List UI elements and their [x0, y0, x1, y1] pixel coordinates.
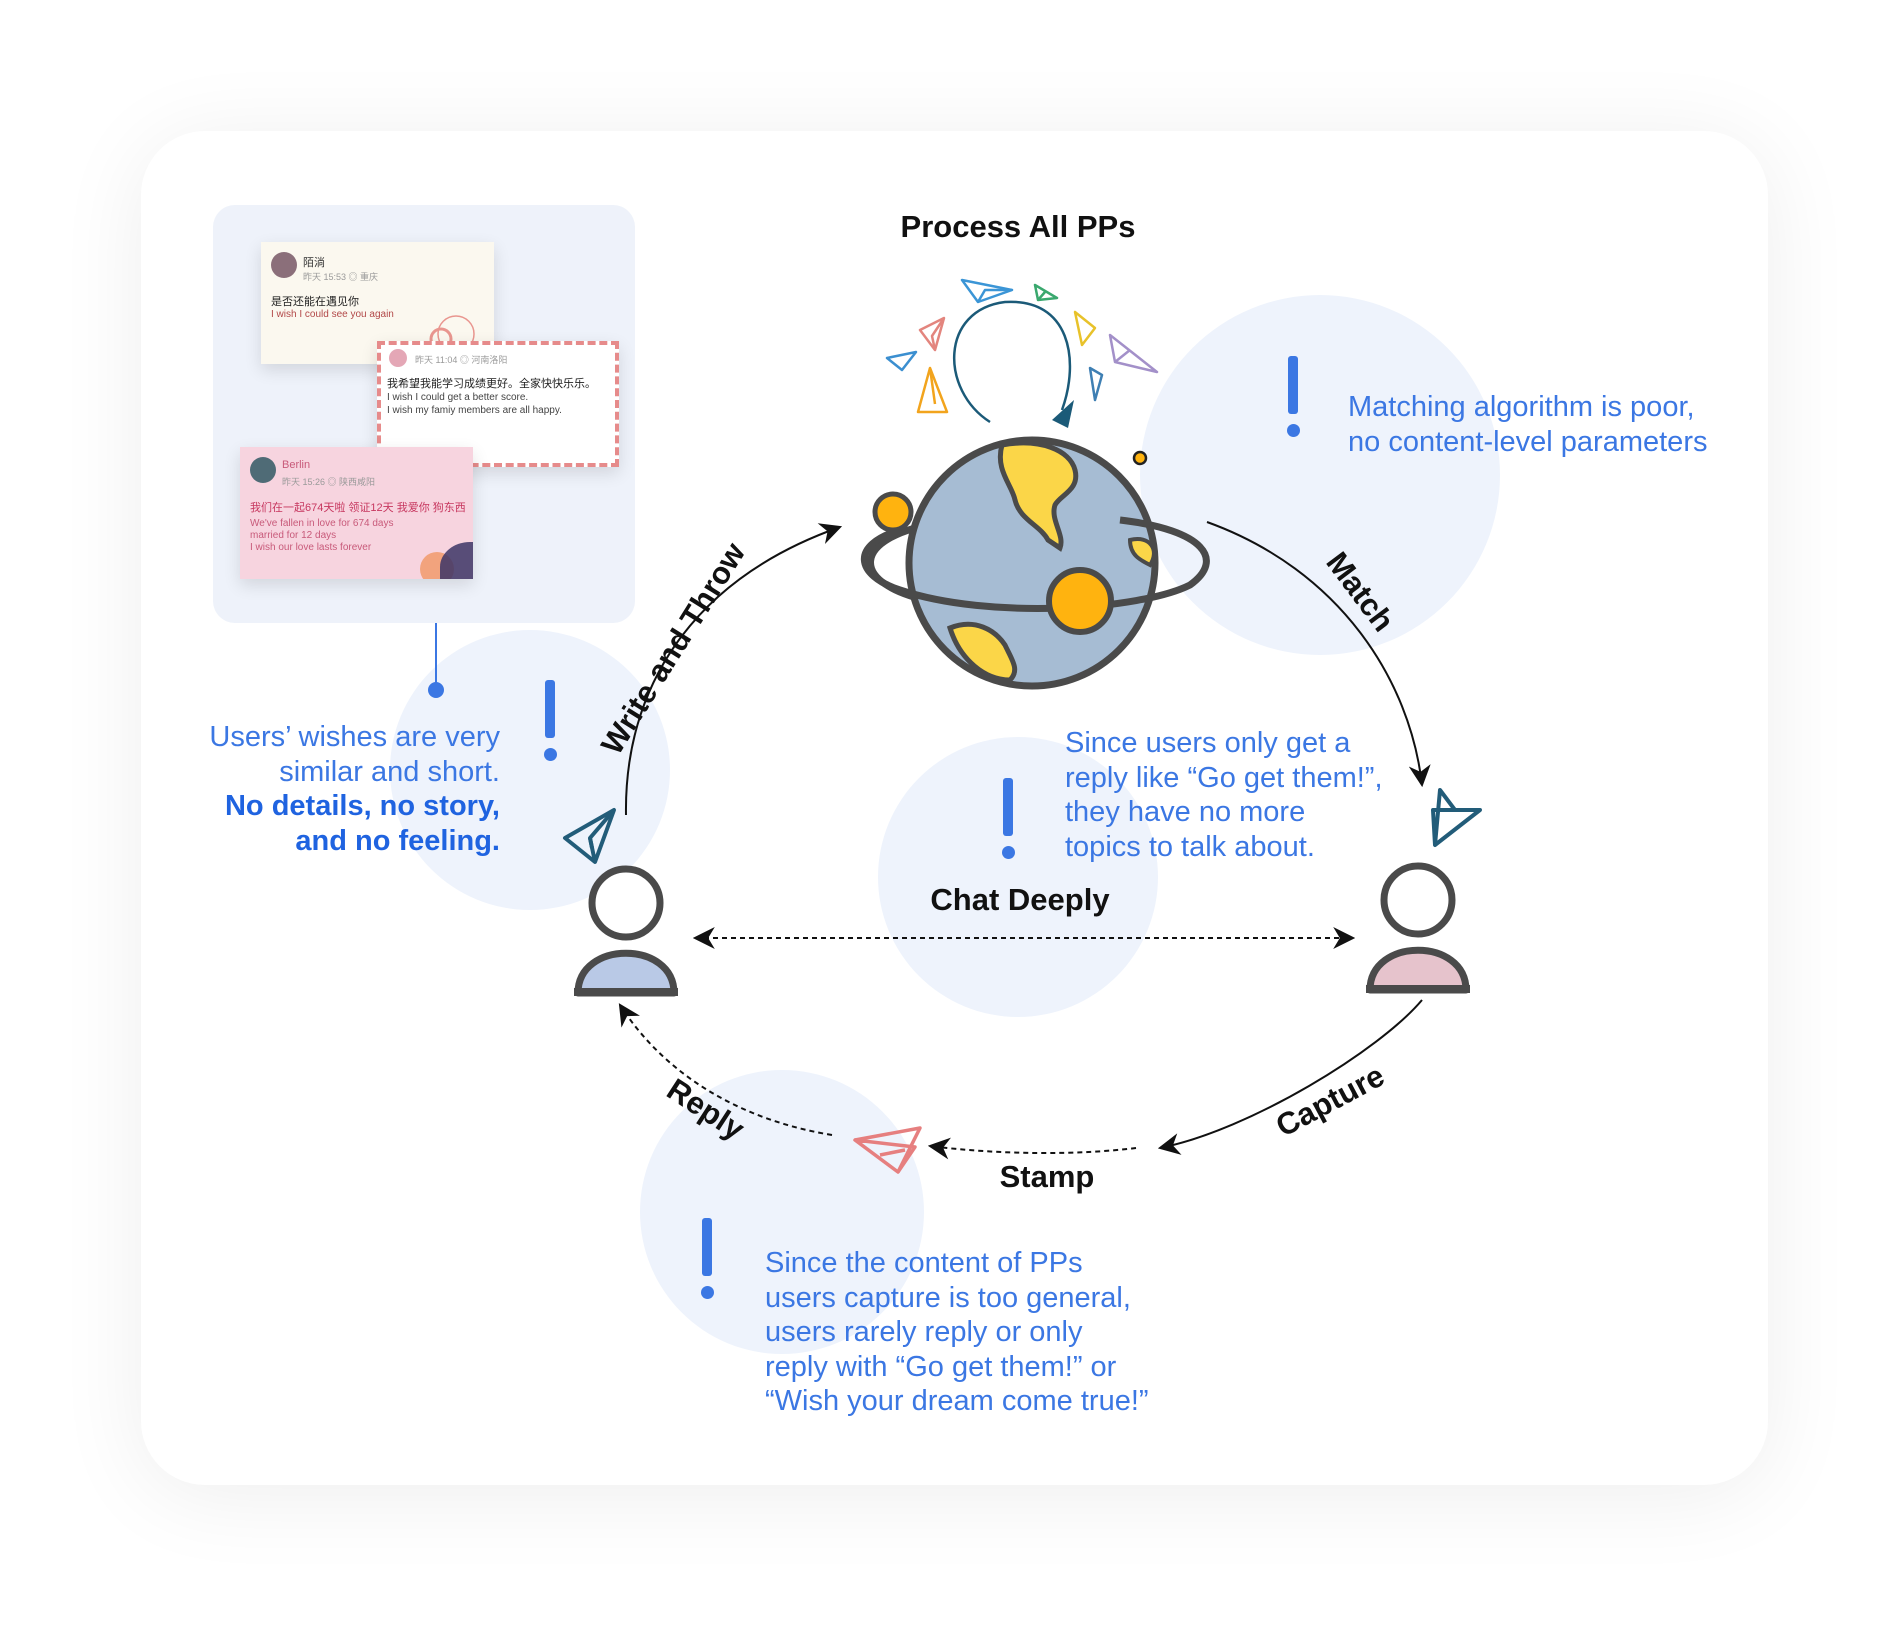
issue-wishes-line-1: Users’ wishes are very	[209, 721, 500, 753]
stage-capture-label: Capture	[1270, 1058, 1390, 1144]
postcard-2-en-2: I wish my famiy members are all happy.	[387, 405, 562, 416]
postcard-3-meta: 昨天 15:26 ◎ 陕西咸阳	[282, 477, 376, 487]
postcard-3-en-1: We've fallen in love for 674 days	[250, 518, 394, 529]
arrow-match	[1206, 521, 1431, 788]
issue-chat-line-3: they have no more	[1065, 796, 1306, 828]
stage-chat-label: Chat Deeply	[930, 882, 1110, 917]
user-right-icon	[1366, 862, 1470, 994]
issue-wishes: Users’ wishes are very similar and short…	[140, 720, 500, 858]
issue-matching-line-1: Matching algorithm is poor,	[1348, 391, 1695, 423]
paper-plane-throw-icon	[563, 808, 616, 864]
postcard-1-name: 陌淌	[303, 257, 325, 269]
arrow-write-throw	[624, 523, 843, 816]
postcard-2-zh: 我希望我能学习成绩更好。全家快快乐乐。	[387, 378, 596, 390]
postcard-2: 昨天 11:04 ◎ 河南洛阳 我希望我能学习成绩更好。全家快快乐乐。 I wi…	[377, 341, 619, 467]
issue-reply: Since the content of PPs users capture i…	[765, 1246, 1149, 1419]
issue-matching: Matching algorithm is poor, no content-l…	[1348, 390, 1707, 459]
stage-stamp-label: Stamp	[1000, 1159, 1095, 1194]
postcard-3: Berlin 昨天 15:26 ◎ 陕西咸阳 我们在一起674天啦 领证12天 …	[240, 447, 473, 579]
issue-reply-line-5: “Wish your dream come true!”	[765, 1385, 1149, 1417]
issue-matching-line-2: no content-level parameters	[1348, 425, 1708, 458]
postcard-3-corner-decoration	[440, 542, 473, 579]
issue-chat-line-4: topics to talk about.	[1065, 830, 1315, 863]
bubble-match	[1140, 295, 1500, 655]
postcard-3-zh: 我们在一起674天啦 领证12天 我爱你 狗东西	[250, 502, 466, 514]
paper-plane-icon	[885, 278, 1159, 466]
issue-wishes-line-2: similar and short.	[279, 755, 500, 788]
issue-wishes-bold-1: No details, no story,	[224, 790, 500, 822]
exclamation-match-icon	[1287, 356, 1300, 437]
issue-reply-line-1: Since the content of PPs	[765, 1247, 1083, 1279]
avatar	[271, 252, 297, 278]
paper-plane-match-icon	[1431, 788, 1482, 847]
postcard-2-en-1: I wish I could get a better score.	[387, 392, 529, 403]
issue-wishes-bold-2: and no feeling.	[295, 824, 500, 857]
examples-connector-dot	[428, 682, 444, 698]
issue-chat-line-1: Since users only get a	[1065, 727, 1351, 759]
postcard-3-en-2: married for 12 days	[250, 530, 337, 541]
postcard-1-en: I wish I could see you again	[271, 309, 394, 320]
issue-chat-line-2: reply like “Go get them!”,	[1065, 761, 1383, 794]
avatar	[250, 457, 276, 483]
issue-reply-line-3: users rarely reply or only	[765, 1316, 1083, 1348]
issue-reply-line-4: reply with “Go get them!” or	[765, 1350, 1117, 1383]
postcard-1-zh: 是否还能在遇见你	[271, 296, 359, 308]
postcard-2-meta: 昨天 11:04 ◎ 河南洛阳	[415, 355, 508, 365]
title-label: Process All PPs	[901, 209, 1136, 244]
globe-icon	[860, 436, 1210, 690]
exclamation-wishes-icon	[544, 680, 557, 761]
bubble-reply	[640, 1070, 924, 1354]
throw-cycle-arrowhead-icon	[1052, 400, 1074, 428]
postcard-3-en-3: I wish our love lasts forever	[250, 542, 372, 553]
arrow-capture	[1157, 999, 1423, 1155]
postcard-3-name: Berlin	[282, 459, 311, 471]
issue-reply-line-2: users capture is too general,	[765, 1281, 1131, 1314]
issue-chat: Since users only get a reply like “Go ge…	[1065, 726, 1383, 864]
user-left-icon	[574, 865, 678, 997]
throw-cycle-arrow-icon	[952, 300, 1072, 424]
avatar	[389, 349, 407, 367]
arrow-stamp	[927, 1137, 1137, 1160]
bubble-wishes	[390, 630, 670, 910]
exclamation-reply-icon	[701, 1218, 714, 1299]
exclamation-chat-icon	[1002, 778, 1015, 859]
paper-plane-stamp-icon	[853, 1126, 922, 1174]
examples-panel: 陌淌 昨天 15:53 ◎ 重庆 是否还能在遇见你 I wish I could…	[213, 205, 635, 623]
postcard-1-meta: 昨天 15:53 ◎ 重庆	[303, 272, 379, 282]
